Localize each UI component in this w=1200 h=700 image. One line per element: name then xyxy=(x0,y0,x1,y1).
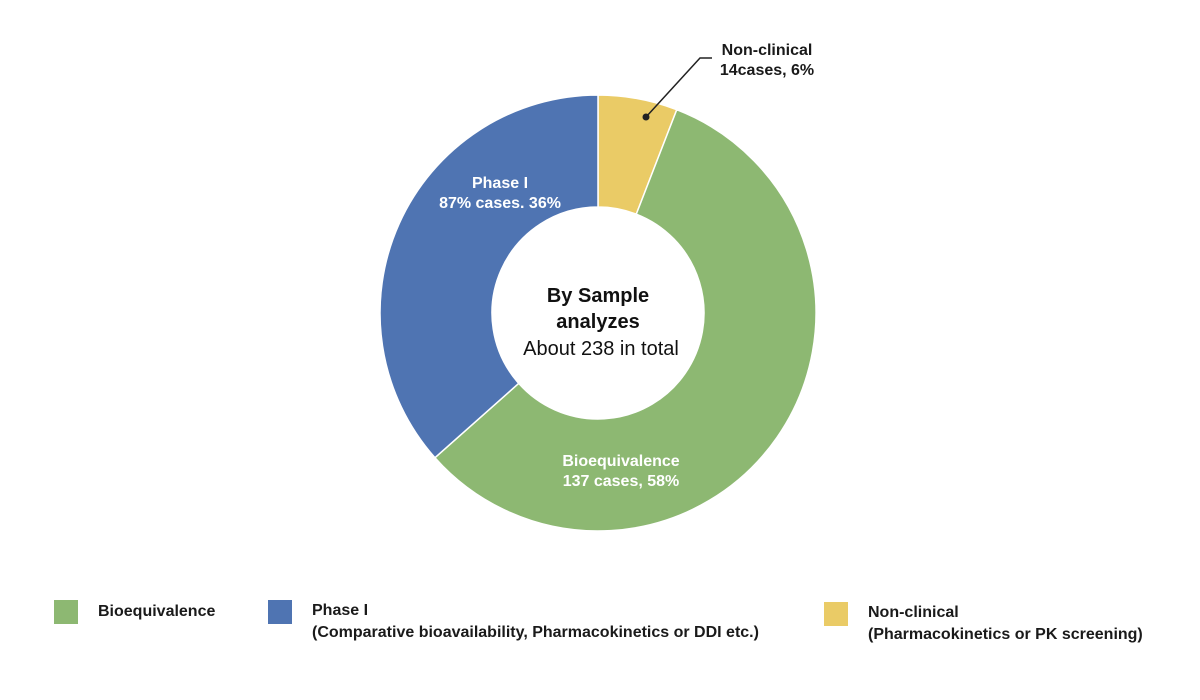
legend-label-nonclinical: Non-clinical xyxy=(868,604,959,621)
center-title-line2: analyzes xyxy=(556,311,639,333)
slice-label-phase1-name: Phase I xyxy=(472,175,528,192)
center-subtitle: About 238 in total xyxy=(523,338,679,360)
slice-label-bioeq-value: 137 cases, 58% xyxy=(563,473,680,490)
noncl-callout-line xyxy=(645,57,712,118)
donut-slice-phase1 xyxy=(379,94,599,459)
slice-label-noncl-value: 14cases, 6% xyxy=(720,62,814,79)
legend-sublabel-nonclinical: (Pharmacokinetics or PK screening) xyxy=(868,626,1143,643)
legend-item-phase1: Phase I (Comparative bioavailability, Ph… xyxy=(268,600,759,644)
legend-label-bioequivalence: Bioequivalence xyxy=(98,603,216,620)
slice-label-noncl-name: Non-clinical xyxy=(722,42,813,59)
noncl-callout-dot xyxy=(642,113,650,121)
legend-sublabel-phase1: (Comparative bioavailability, Pharmacoki… xyxy=(312,624,759,641)
slice-label-bioeq-name: Bioequivalence xyxy=(562,453,679,470)
slice-label-phase1-value: 87% cases. 36% xyxy=(439,195,561,212)
legend-swatch-nonclinical xyxy=(824,602,848,626)
legend-item-bioequivalence: Bioequivalence xyxy=(54,600,215,624)
donut-slices xyxy=(379,94,817,532)
legend-label-phase1: Phase I xyxy=(312,602,369,619)
legend-item-nonclinical: Non-clinical (Pharmacokinetics or PK scr… xyxy=(824,602,1143,646)
center-title-line1: By Sample xyxy=(547,285,649,307)
donut-slice-bioeq xyxy=(433,108,817,532)
legend-swatch-bioequivalence xyxy=(54,600,78,624)
legend-swatch-phase1 xyxy=(268,600,292,624)
